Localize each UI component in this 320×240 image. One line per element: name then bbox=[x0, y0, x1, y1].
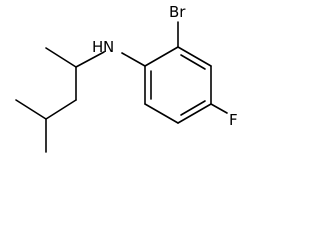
structure-diagram: Br F N H bbox=[15, 3, 238, 153]
ring-bond-c2-c3 bbox=[177, 46, 212, 67]
bond-ch2-ch bbox=[45, 99, 77, 120]
bond-ch-methyl bbox=[45, 47, 77, 68]
bond-n-ch bbox=[75, 51, 105, 68]
amine-n-label: N bbox=[103, 38, 114, 56]
ring-double-bond-c2-c3 bbox=[180, 54, 206, 70]
ring-bond-c4-c5 bbox=[177, 103, 212, 124]
bond-c1-n bbox=[121, 52, 146, 67]
bond-ch-methyl-b bbox=[15, 99, 47, 120]
fluorine-label: F bbox=[229, 111, 238, 129]
ring-bond-c1-c2 bbox=[144, 46, 179, 67]
amine-h-label: H bbox=[92, 38, 103, 56]
bromine-label: Br bbox=[169, 3, 186, 21]
bond-c4-f bbox=[210, 103, 228, 114]
ring-double-bond-c4-c5 bbox=[180, 100, 206, 116]
molecule-drawing: Br F N H bbox=[15, 3, 238, 153]
ring-bond-c5-c6 bbox=[144, 103, 179, 124]
